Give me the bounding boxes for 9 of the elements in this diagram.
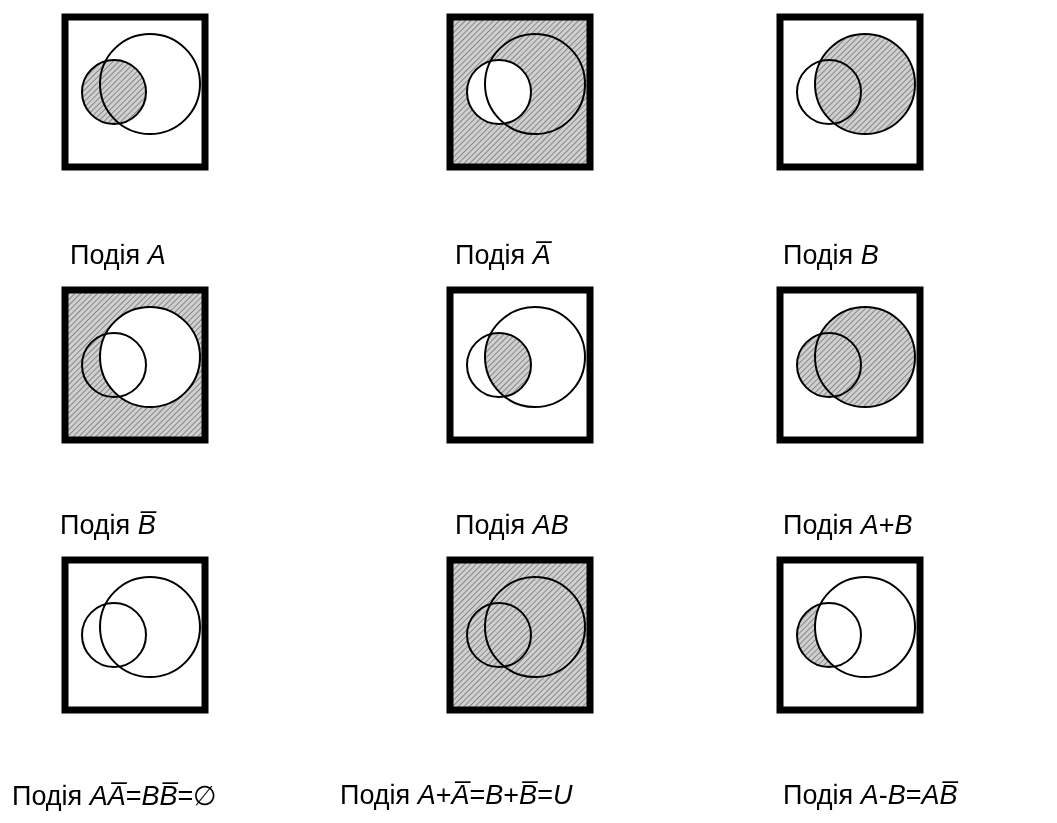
caption: Подія A-B=AB̅ [783,780,958,811]
caption: Подія A+A̅=B+B̅=U [340,780,573,811]
caption: Подія B [783,240,879,271]
caption: Подія B̅ [60,510,156,541]
caption: Подія A [70,240,166,271]
caption: Подія A+B [783,510,913,541]
caption: Подія AB [455,510,569,541]
caption: Подія AA̅=BB̅=∅ [12,780,218,812]
caption: Подія A̅ [455,240,551,271]
